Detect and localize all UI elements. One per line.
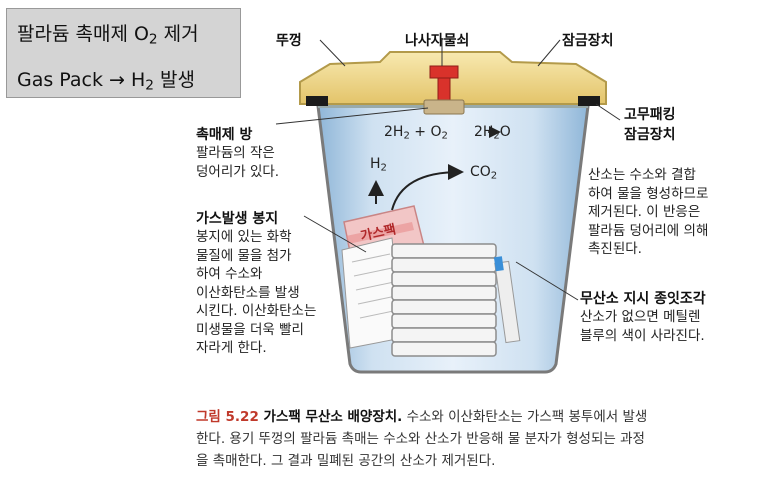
gaspack-line: 자라게 한다.: [196, 340, 267, 356]
figure-number: 그림 5.22: [196, 409, 259, 425]
label-lock-top: 잠금장치: [562, 33, 614, 49]
indicator-line: 산소가 없으면 메틸렌: [580, 309, 701, 325]
co2-label: CO2: [470, 164, 498, 182]
gaspack-line: 하여 수소와: [196, 266, 263, 282]
oxygen-line: 산소는 수소와 결합: [588, 167, 696, 183]
oxygen-line: 제거된다. 이 반응은: [588, 204, 701, 220]
gas-arrow: [391, 164, 464, 211]
catalyst-title: 촉매제 방: [196, 127, 253, 143]
indicator-strip: [493, 256, 521, 344]
gaspack-line: 물질에 물을 첨가: [196, 247, 292, 264]
indicator-line: 블루의 색이 사라진다.: [580, 327, 705, 344]
catalyst-annotation: 촉매제 방 팔라듐의 작은 덩어리가 있다.: [196, 124, 279, 181]
label-gasket-2: 잠금장치: [624, 127, 676, 143]
gaspack-line: 이산화탄소를 발생: [196, 284, 300, 301]
h2-label: H2: [370, 156, 387, 174]
gaspack-line: 미생물을 더욱 빨리: [196, 321, 304, 338]
figure-title: 가스팩 무산소 배양장치.: [258, 409, 403, 425]
label-screw: 나사자물쇠: [405, 33, 470, 49]
leader-catalyst: [275, 107, 429, 125]
leader-lock: [537, 39, 561, 67]
oxygen-line: 촉진된다.: [588, 241, 642, 257]
leader-gaspack: [303, 215, 367, 253]
petri-dish-stack: [391, 243, 497, 357]
figure-caption: 그림 5.22 가스팩 무산소 배양장치. 수소와 이산화탄소는 가스팩 봉투에…: [196, 406, 647, 472]
catalyst-line: 덩어리가 있다.: [196, 163, 280, 180]
catalyst-line: 팔라듐의 작은: [196, 145, 275, 161]
gasket-left: [306, 96, 328, 106]
gaspack-title: 가스발생 봉지: [196, 211, 279, 227]
indicator-title: 무산소 지시 종잇조각: [580, 291, 706, 307]
screw-stem: [437, 77, 451, 101]
gaspack-line: 봉지에 있는 화학: [196, 229, 292, 245]
gaspack-annotation: 가스발생 봉지 봉지에 있는 화학 물질에 물을 첨가 하여 수소와 이산화탄소…: [196, 208, 316, 358]
leader-gasket: [595, 103, 621, 121]
note-box: 팔라듐 촉매제 O2 제거 Gas Pack → H2 발생: [6, 8, 241, 98]
leader-indicator: [515, 261, 579, 301]
gasket-right: [578, 96, 600, 106]
caption-line-3: 을 촉매한다. 그 결과 밀폐된 공간의 산소가 제거된다.: [196, 453, 496, 469]
leader-lid: [319, 39, 346, 67]
oxygen-line: 팔라듐 덩어리에 의해: [588, 222, 709, 239]
note-line-1: 팔라듐 촉매제 O2 제거: [17, 23, 199, 48]
indicator-annotation: 무산소 지시 종잇조각 산소가 없으면 메틸렌 블루의 색이 사라진다.: [580, 288, 706, 345]
oxygen-line: 하여 물을 형성하므로: [588, 185, 709, 202]
screw-head: [429, 65, 459, 79]
oxygen-annotation: 산소는 수소와 결합 하여 물을 형성하므로 제거된다. 이 반응은 팔라듐 덩…: [588, 166, 708, 259]
caption-line-2: 한다. 용기 뚜껑의 팔라듐 촉매는 수소와 산소가 반응해 물 분자가 형성되…: [196, 431, 645, 447]
gaspack-line: 시킨다. 이산화탄소는: [196, 303, 317, 319]
catalyst-chamber: [423, 99, 465, 115]
label-lid: 뚜껑: [276, 33, 302, 49]
note-line-2: Gas Pack → H2 발생: [17, 69, 195, 94]
caption-line-1: 그림 5.22 가스팩 무산소 배양장치. 수소와 이산화탄소는 가스팩 봉투에…: [196, 409, 648, 425]
label-gasket-1: 고무패킹: [624, 107, 676, 123]
